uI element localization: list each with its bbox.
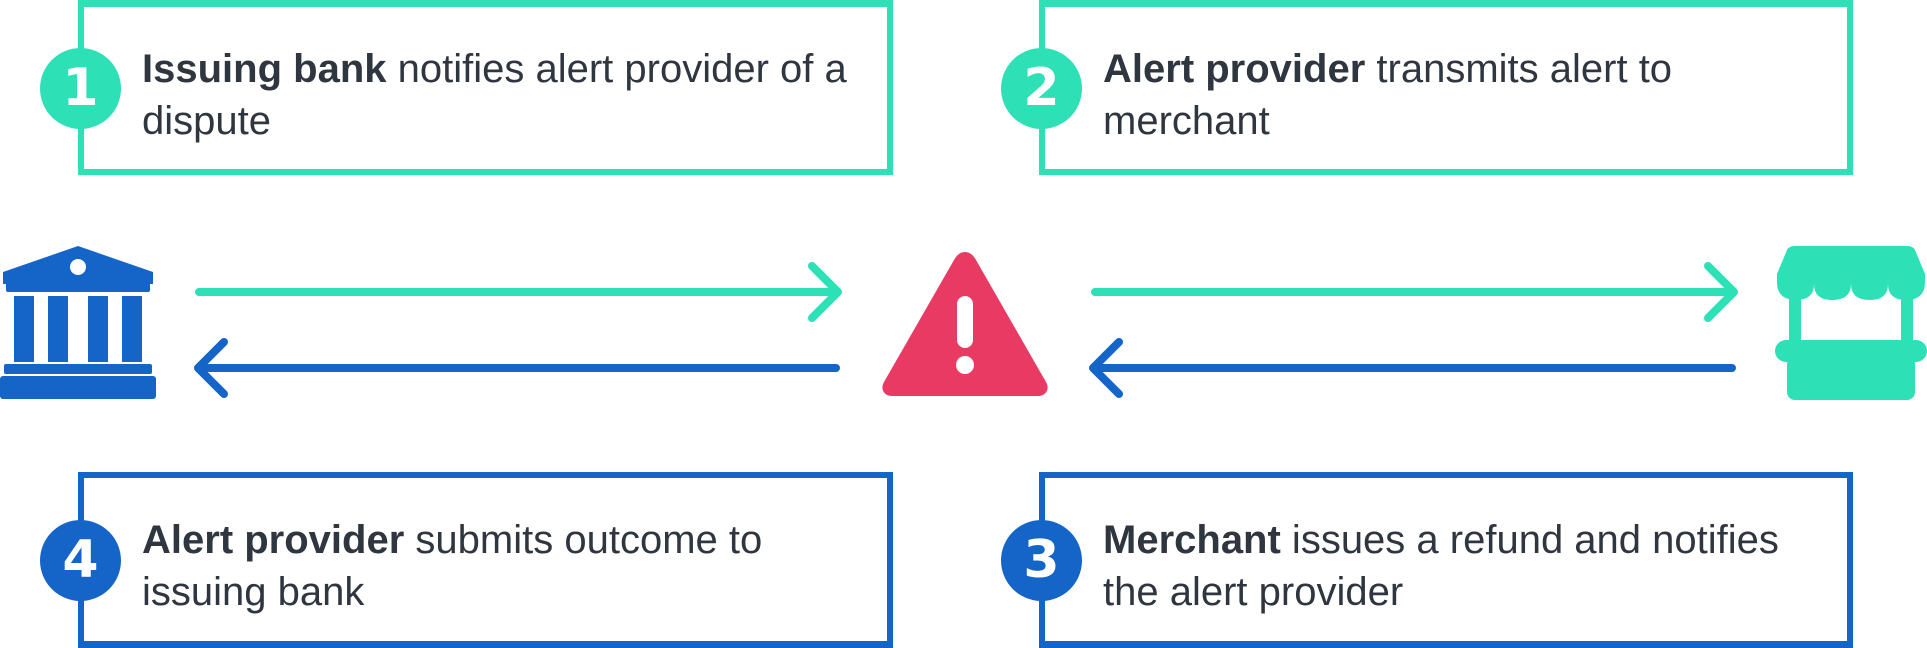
alert-warning-icon: [882, 252, 1048, 396]
step-1-bold-label: Issuing bank: [142, 47, 387, 91]
step-1-number-badge: 1: [40, 48, 121, 129]
step-2-number-badge: 2: [1001, 48, 1082, 129]
step-1-description: notifies alert provider of a dispute: [142, 47, 847, 143]
step-4-text: Alert provider submits outcome to issuin…: [142, 514, 857, 618]
arrow-alert-to-bank: [194, 338, 840, 398]
arrow-bank-to-alert: [195, 262, 842, 322]
step-2-description: transmits alert to merchant: [1103, 47, 1673, 143]
merchant-store-icon: [1775, 246, 1927, 400]
step-3-text: Merchant issues a refund and notifies th…: [1103, 514, 1817, 618]
step-2-box: Alert provider transmits alert to mercha…: [1039, 0, 1853, 175]
step-4-description: submits outcome to issuing bank: [142, 518, 763, 614]
step-1-box: Issuing bank notifies alert provider of …: [78, 0, 893, 175]
step-4-box: Alert provider submits outcome to issuin…: [78, 472, 893, 648]
step-3-description: issues a refund and notifies the alert p…: [1103, 518, 1779, 614]
arrow-merchant-to-alert: [1089, 338, 1736, 398]
step-3-bold-label: Merchant: [1103, 518, 1281, 562]
step-3-number-badge: 3: [1001, 520, 1082, 601]
step-2-bold-label: Alert provider: [1103, 47, 1366, 91]
arrow-alert-to-merchant: [1091, 262, 1738, 322]
step-3-box: Merchant issues a refund and notifies th…: [1039, 472, 1853, 648]
step-4-bold-label: Alert provider: [142, 518, 405, 562]
bank-icon: [0, 246, 156, 399]
step-1-text: Issuing bank notifies alert provider of …: [142, 43, 857, 147]
step-2-text: Alert provider transmits alert to mercha…: [1103, 43, 1817, 147]
step-4-number-badge: 4: [40, 520, 121, 601]
